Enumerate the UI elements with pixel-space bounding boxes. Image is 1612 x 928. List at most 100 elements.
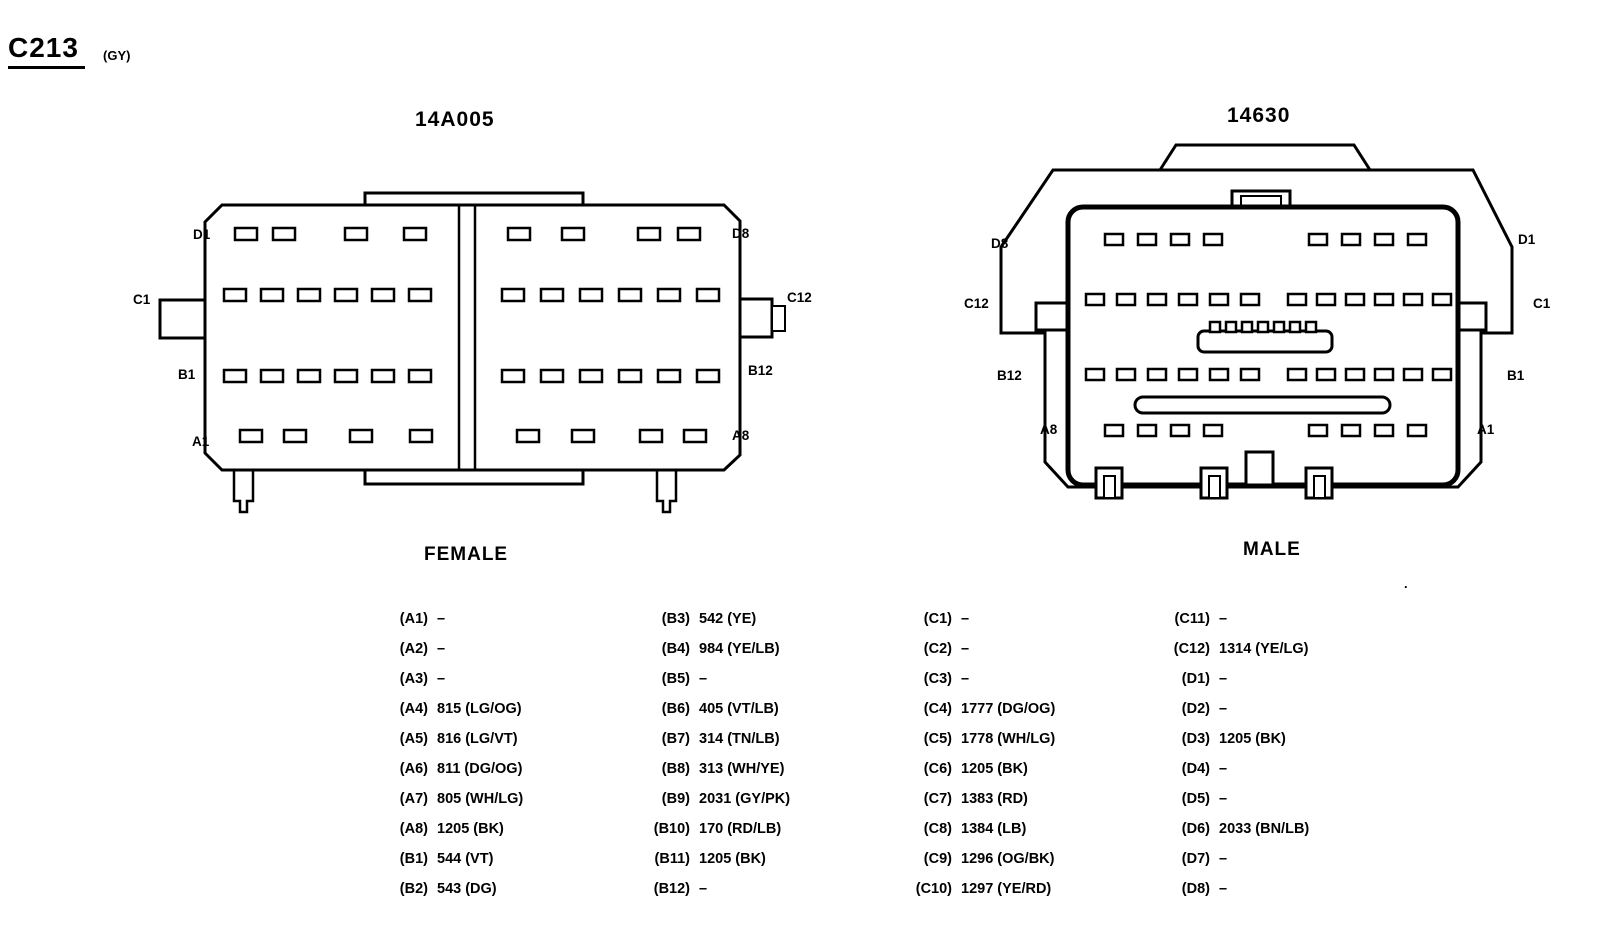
female-connector-drawing <box>158 191 786 514</box>
pin-circuit: 1297 (YE/RD) <box>961 881 1052 897</box>
pin-id: (B4) <box>661 641 690 657</box>
pin-slot <box>407 287 433 303</box>
pin-slot <box>638 428 664 444</box>
male-pin-row-d <box>1103 232 1428 247</box>
pin-row: (D4)– <box>1164 754 1309 784</box>
pin-slot <box>1315 292 1337 307</box>
pin-slot <box>343 226 369 242</box>
pin-row: (B6)405 (VT/LB) <box>644 694 790 724</box>
male-label-c-left: C12 <box>964 296 989 311</box>
pin-id: (B3) <box>661 611 690 627</box>
pin-slot <box>296 368 322 384</box>
pin-slot <box>570 428 596 444</box>
pin-row: (D1)– <box>1164 664 1309 694</box>
pin-circuit: 2031 (GY/PK) <box>699 791 791 807</box>
pin-id: (C9) <box>923 851 952 867</box>
male-pin-row-b <box>1084 367 1453 382</box>
pin-circuit: – <box>1219 611 1228 627</box>
pin-row: (A1)– <box>382 604 523 634</box>
pin-id: (C7) <box>923 791 952 807</box>
pin-id: (C2) <box>923 641 952 657</box>
pin-slot <box>506 226 532 242</box>
pin-slot <box>408 428 434 444</box>
pin-id: (B1) <box>399 851 428 867</box>
male-bottom-clip-detail <box>1313 475 1326 499</box>
pin-slot <box>1240 320 1254 334</box>
pin-slot <box>1177 292 1199 307</box>
female-pin-row-c <box>222 287 721 303</box>
pin-row: (C4) 1777 (DG/OG) <box>906 694 1055 724</box>
pin-circuit: 1778 (WH/LG) <box>961 731 1056 747</box>
pin-slot <box>238 428 264 444</box>
pin-id: (A4) <box>399 701 428 717</box>
pin-slot <box>1115 292 1137 307</box>
male-blade-slot <box>1133 395 1392 415</box>
female-pin-row-b <box>222 368 721 384</box>
male-bottom-center-tab <box>1244 450 1275 487</box>
pin-slot <box>578 287 604 303</box>
pin-id: (B12) <box>653 881 690 897</box>
pin-circuit: – <box>1219 851 1228 867</box>
pin-row: (B7)314 (TN/LB) <box>644 724 790 754</box>
pin-slot <box>1315 367 1337 382</box>
pin-row: (B2) 543 (DG) <box>382 874 523 904</box>
pin-slot <box>1288 320 1302 334</box>
pin-circuit: 543 (DG) <box>437 881 497 897</box>
female-label-b-right: B12 <box>748 363 773 378</box>
male-label-d-left: D8 <box>991 236 1009 251</box>
pin-slot <box>636 226 662 242</box>
pin-circuit: 1384 (LB) <box>961 821 1027 837</box>
pin-row: (A2)– <box>382 634 523 664</box>
pin-slot <box>1084 292 1106 307</box>
pin-row: (B8)313 (WH/YE) <box>644 754 790 784</box>
pin-slot <box>1402 292 1424 307</box>
pin-slot <box>1208 320 1222 334</box>
pin-slot <box>1136 232 1158 247</box>
pin-circuit: – <box>437 641 446 657</box>
pin-slot <box>222 287 248 303</box>
pin-slot <box>656 368 682 384</box>
pin-slot <box>539 368 565 384</box>
pin-circuit: 815 (LG/OG) <box>437 701 522 717</box>
pin-slot <box>1136 423 1158 438</box>
pin-circuit: 313 (WH/YE) <box>699 761 785 777</box>
pin-id: (D8) <box>1181 881 1210 897</box>
pin-slot <box>1084 367 1106 382</box>
pin-row: (A7)805 (WH/LG) <box>382 784 523 814</box>
pin-circuit: – <box>961 671 970 687</box>
pin-slot <box>233 226 259 242</box>
female-pin-row-d <box>233 226 702 242</box>
pin-circuit: – <box>1219 761 1228 777</box>
male-caption: MALE <box>1243 539 1301 560</box>
pin-slot <box>1208 292 1230 307</box>
pin-slot <box>296 287 322 303</box>
pin-slot <box>1431 292 1453 307</box>
pin-circuit: – <box>1219 791 1228 807</box>
pin-id: (D6) <box>1181 821 1210 837</box>
pin-id: (C4) <box>923 701 952 717</box>
pin-id: (C11) <box>1174 611 1210 627</box>
pin-table-column-2: (B3)542 (YE) (B4)984 (YE/LB) (B5)– (B6)4… <box>644 604 790 904</box>
male-label-b-right: B1 <box>1507 368 1525 383</box>
female-pin-row-a <box>238 428 708 444</box>
pin-row: (A6)811 (DG/OG) <box>382 754 523 784</box>
pin-id: (B2) <box>399 881 428 897</box>
pin-row: (B9)2031 (GY/PK) <box>644 784 790 814</box>
pin-circuit: 1777 (DG/OG) <box>961 701 1056 717</box>
pin-id: (A1) <box>399 611 428 627</box>
pin-slot <box>222 368 248 384</box>
pin-circuit: 542 (YE) <box>699 611 757 627</box>
female-right-index-tab <box>736 297 774 339</box>
pin-id: (C6) <box>923 761 952 777</box>
female-label-c-right: C12 <box>787 290 812 305</box>
female-right-index-tab-tip <box>771 305 786 332</box>
pin-id: (C1) <box>923 611 952 627</box>
male-label-a-right: A1 <box>1477 422 1495 437</box>
pin-slot <box>1406 423 1428 438</box>
female-caption: FEMALE <box>424 544 509 565</box>
pin-slot <box>1373 423 1395 438</box>
pin-id: (D3) <box>1181 731 1210 747</box>
pin-slot <box>1146 367 1168 382</box>
pin-slot <box>682 428 708 444</box>
